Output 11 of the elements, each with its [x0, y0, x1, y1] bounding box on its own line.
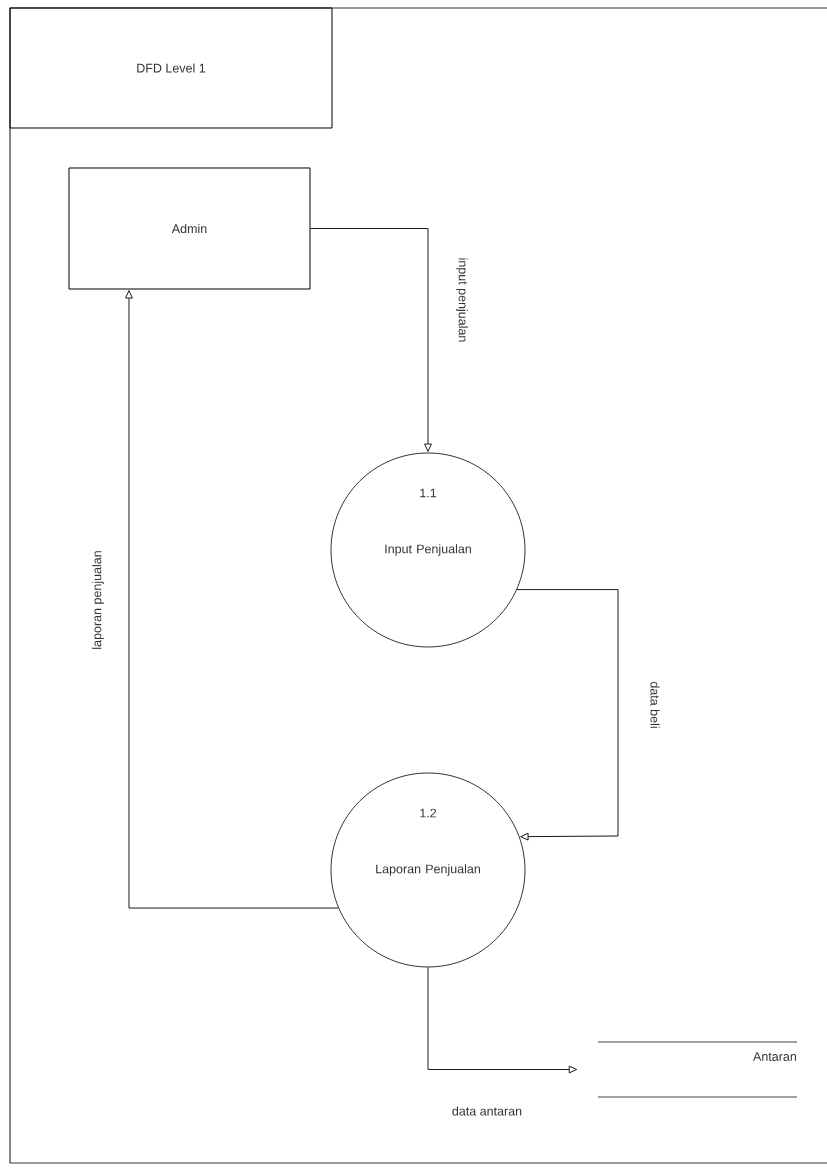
arrow [125, 290, 339, 909]
arrow [427, 966, 578, 1074]
edge-label: data beli [649, 680, 661, 730]
data-store: Antaran [597, 1041, 798, 1098]
title-box: DFD Level 1 [9, 7, 333, 129]
arrow [310, 228, 432, 452]
edge-label: input penjualan [455, 256, 469, 344]
edge-label: data antaran [450, 1105, 524, 1117]
arrow [516, 589, 619, 841]
entity-box: Admin [68, 167, 311, 290]
edge-label: laporan penjualan [91, 549, 105, 651]
